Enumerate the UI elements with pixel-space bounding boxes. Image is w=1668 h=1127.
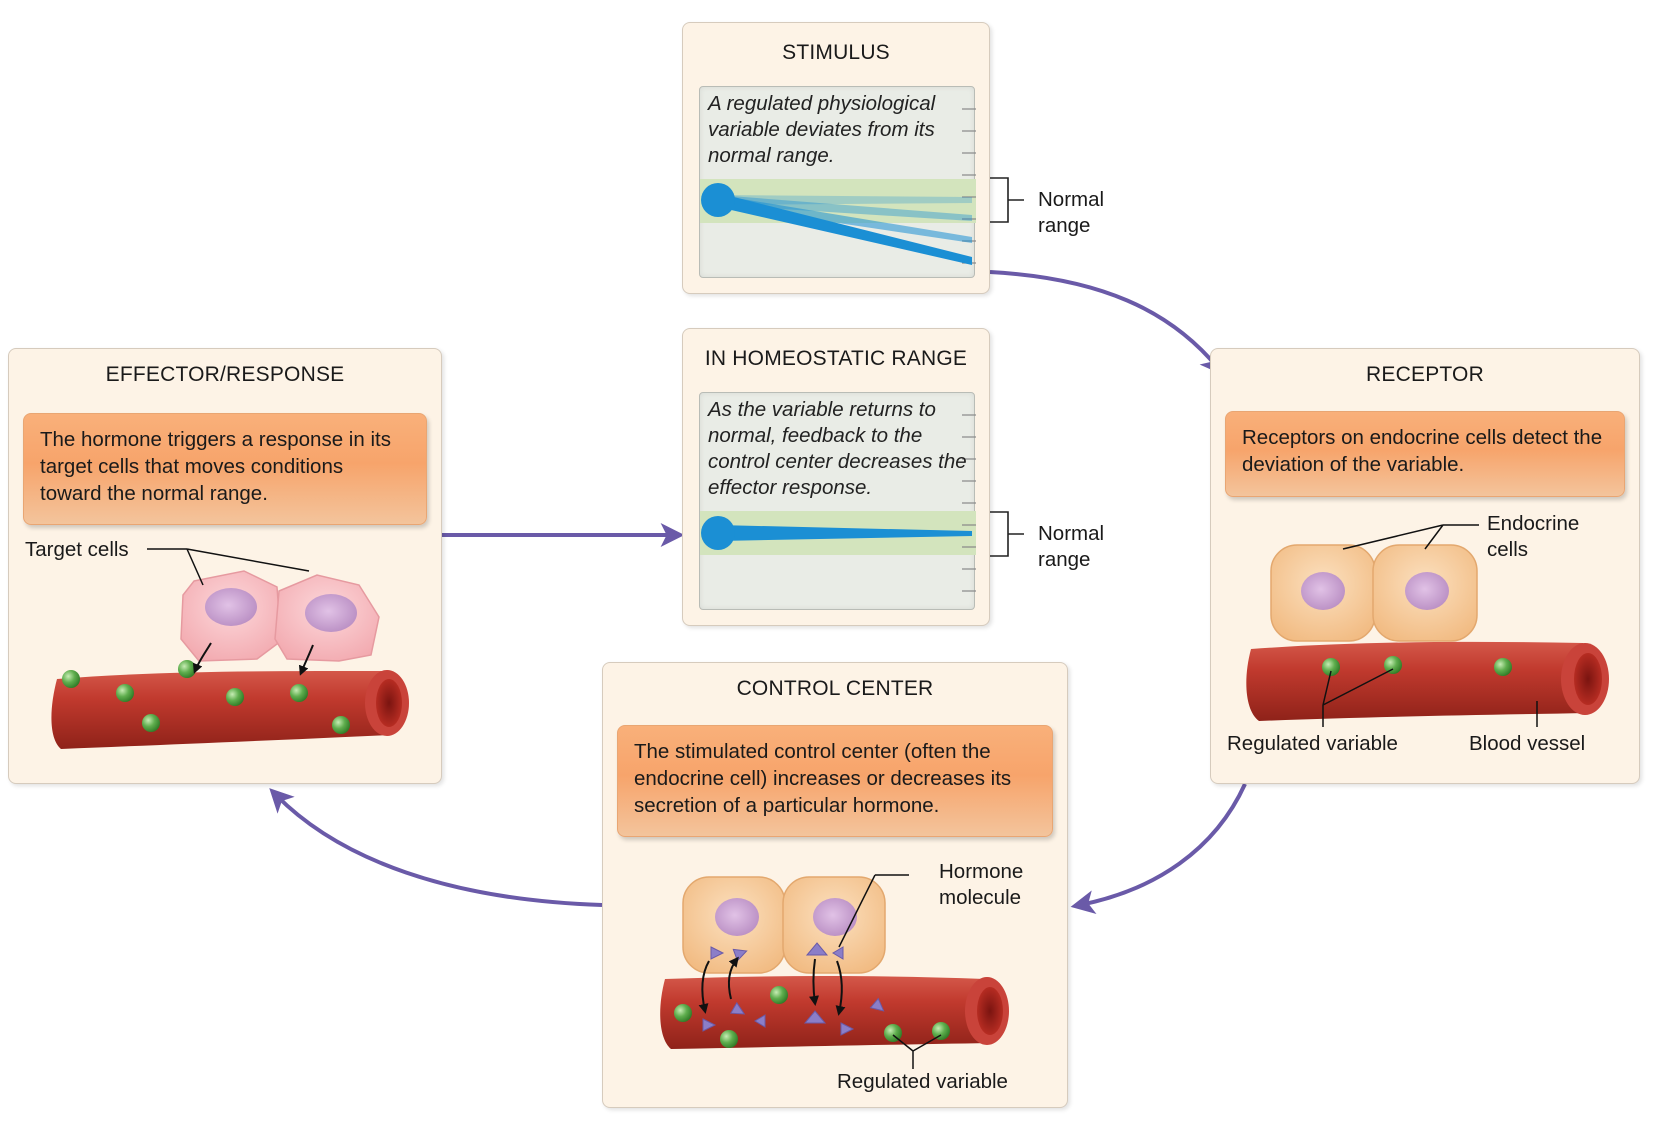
secretion-arrow-4 [835,960,846,1016]
stimulus-panel: STIMULUS A regulated physiological varia… [682,22,990,294]
target-cell-nucleus-left [205,588,257,626]
regulated-variable-molecules [1322,656,1512,676]
secretion-arrow-2 [728,956,739,1000]
endocrine-nucleus-right [1405,572,1449,610]
needle-ghost-3 [718,195,972,243]
control-center-description: The stimulated control center (often the… [617,725,1053,837]
needle-pivot [701,183,735,217]
arrow-control-to-effector [269,788,603,907]
effector-illustration [51,548,409,749]
homeostatic-panel: IN HOMEOSTATIC RANGE As the variable ret… [682,328,990,626]
hormone-molecule-leader [838,874,909,948]
endocrine-cells-leader [1342,524,1479,550]
stimulus-title: STIMULUS [782,41,890,64]
target-cell-nucleus-right [305,594,357,632]
secretion-arrow-1 [698,960,710,1014]
homeostatic-gauge-text: As the variable returns to normal, feedb… [708,398,967,499]
homeostatic-title: IN HOMEOSTATIC RANGE [704,347,968,370]
endocrine-cells-label: Endocrine cells [1487,512,1580,561]
homeostatic-gauge: As the variable returns to normal, feedb… [699,392,976,610]
arrow-stimulus-to-receptor [989,270,1225,376]
target-cells-label: Target cells [25,538,129,561]
vessel-lumen [376,679,402,727]
control-center-panel: CONTROL CENTER The stimulated control ce… [602,662,1068,1108]
effector-title: EFFECTOR/RESPONSE [105,363,345,386]
control-regulated-variable-label: Regulated variable [837,1070,1008,1093]
vessel-lumen [977,987,1003,1035]
effector-panel: EFFECTOR/RESPONSE The hormone triggers a… [8,348,442,784]
target-cells-leader [147,548,310,586]
blood-vessel-label: Blood vessel [1469,732,1586,755]
receptor-regulated-variable-label: Regulated variable [1227,732,1398,755]
needle-ghost-2 [718,195,972,221]
hormone-molecule-label: Hormone molecule [939,860,1024,909]
control-center-title: CONTROL CENTER [736,677,934,700]
receptor-title: RECEPTOR [1366,363,1484,386]
regulated-variable-leader [1322,668,1394,727]
endocrine-nucleus-left [1301,572,1345,610]
endocrine-nucleus-right [813,898,857,936]
homeostatic-gauge-graphic [700,414,976,592]
control-center-illustration [660,874,1009,1069]
needle-pivot [701,516,735,550]
homeostatic-range-label: Normal range [1038,522,1105,571]
receptor-panel: RECEPTOR Receptors on endocrine cells de… [1210,348,1640,784]
regulated-variable-molecules [674,986,950,1048]
effector-description: The hormone triggers a response in its t… [23,413,427,525]
receptor-description: Receptors on endocrine cells detect the … [1225,411,1625,497]
needle-ghost-1 [718,195,972,205]
response-arrow-left [192,642,212,674]
blood-vessel [1246,641,1591,721]
receptor-illustration [1246,524,1609,727]
gauge-ticks [962,414,976,592]
blood-vessel [51,671,389,749]
needle [718,193,972,265]
needle [718,525,972,541]
regulated-variable-molecules [62,660,350,734]
control-regulated-variable-leader [892,1034,942,1069]
stimulus-range-label: Normal range [1038,188,1105,237]
stimulus-range-bracket [990,177,1024,223]
hormone-molecules [702,942,885,1036]
arrow-receptor-to-control [1070,783,1247,914]
response-arrow-right [298,644,314,676]
blood-vessel [660,976,991,1049]
secretion-arrow-3 [809,958,819,1006]
stimulus-gauge: A regulated physiological variable devia… [699,86,976,278]
endocrine-nucleus-left [715,898,759,936]
stimulus-gauge-text: A regulated physiological variable devia… [708,92,936,167]
stimulus-gauge-graphic [700,108,976,265]
homeostatic-range-bracket [990,511,1024,557]
vessel-lumen [1574,653,1602,705]
